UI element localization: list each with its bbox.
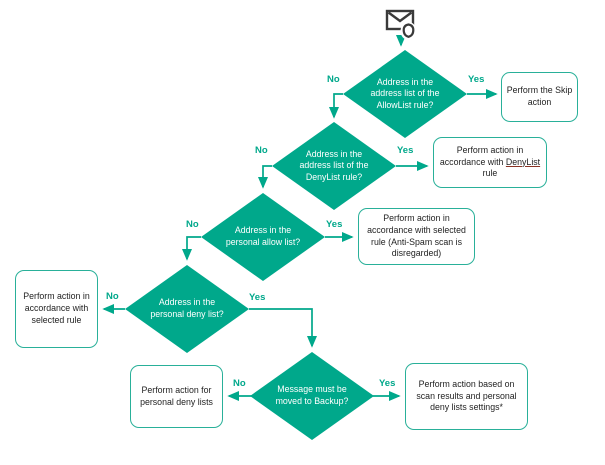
edge-label-backup-no: No: [233, 378, 246, 389]
decision-personal-allow-list-label: Address in the personal allow list?: [225, 225, 301, 247]
edge-label-backup-yes: Yes: [379, 378, 396, 389]
decision-allowlist-label: Address in the address list of the Allow…: [370, 76, 440, 110]
action-denylist-rule: Perform action in accordance with DenyLi…: [433, 137, 547, 188]
denylist-rule-text-prefix: Perform action in accordance with: [439, 144, 524, 167]
action-scan-results-label: Perform action based on scan results and…: [416, 378, 517, 413]
denylist-link[interactable]: DenyList: [505, 156, 541, 167]
edge-label-personal-allow-yes: Yes: [326, 219, 343, 230]
edge-label-denylist-yes: Yes: [397, 145, 414, 156]
edge-label-denylist-no: No: [255, 145, 268, 156]
edge-label-personal-deny-no: No: [106, 291, 119, 302]
action-selected-rule-label: Perform action in accordance with select…: [23, 291, 90, 325]
action-scan-results: Perform action based on scan results and…: [405, 363, 528, 430]
edge-label-personal-allow-no: No: [186, 219, 199, 230]
incoming-message-shield-icon: [385, 9, 417, 40]
action-skip: Perform the Skip action: [501, 72, 578, 122]
action-selected-rule: Perform action in accordance with select…: [15, 270, 98, 348]
action-personal-deny-lists-label: Perform action for personal deny lists: [140, 384, 213, 407]
action-denylist-rule-label: Perform action in accordance with DenyLi…: [438, 145, 542, 181]
decision-personal-deny-list-label: Address in the personal deny list?: [150, 297, 224, 319]
decision-move-to-backup-label: Message must be moved to Backup?: [275, 384, 349, 406]
denylist-rule-text-suffix: rule: [482, 168, 498, 179]
action-skip-label: Perform the Skip action: [506, 85, 573, 107]
edge-label-allowlist-yes: Yes: [468, 74, 485, 85]
decision-denylist-label: Address in the address list of the DenyL…: [299, 148, 369, 182]
action-selected-rule-disregard: Perform action in accordance with select…: [358, 208, 475, 265]
action-selected-rule-disregard-label: Perform action in accordance with select…: [367, 212, 466, 259]
edge-label-personal-deny-yes: Yes: [249, 292, 266, 303]
action-personal-deny-lists: Perform action for personal deny lists: [130, 365, 223, 428]
edge-label-allowlist-no: No: [327, 74, 340, 85]
